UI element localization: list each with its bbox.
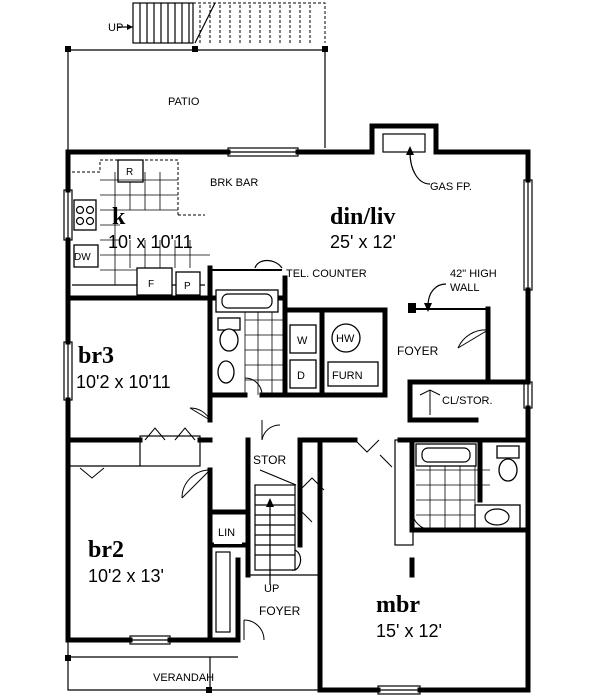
windows: [63, 147, 533, 695]
up-label-top: UP: [108, 22, 123, 34]
cl-stor-label: CL/STOR.: [442, 395, 493, 407]
patio-outline: [65, 46, 328, 152]
high-wall-label-2: WALL: [450, 282, 480, 294]
kitchen-counters: [72, 159, 210, 296]
stor-label: STOR: [253, 453, 286, 467]
center-stairs: [254, 469, 302, 585]
tel-counter-label: TEL. COUNTER: [286, 268, 367, 280]
up-label-bottom: UP: [264, 583, 279, 595]
pantry-label: P: [184, 281, 191, 292]
bath-2: [409, 437, 531, 533]
fridge-label: R: [126, 167, 133, 178]
washer: [289, 324, 317, 354]
br3-dims: 10'2 x 10'11: [76, 372, 171, 392]
furnace: [327, 361, 379, 387]
hot-water-label: HW: [336, 333, 355, 345]
furnace-label: FURN: [332, 370, 363, 382]
dishwasher-label: DW: [74, 252, 91, 263]
patio-label: PATIO: [168, 96, 200, 108]
verandah-label: VERANDAH: [153, 672, 214, 684]
freezer-label: F: [148, 279, 154, 290]
dryer-label: D: [297, 370, 305, 382]
din-liv-name: din/liv: [330, 204, 395, 230]
br2-name: br2: [88, 537, 124, 563]
mbr-name: mbr: [376, 592, 420, 618]
bath-1: [215, 289, 285, 396]
verandah-outline: [65, 640, 320, 693]
br2-dims: 10'2 x 13': [88, 566, 164, 586]
dryer: [289, 359, 317, 389]
kitchen-dims: 10' x 10'11: [108, 232, 193, 252]
foyer-right-label: FOYER: [397, 344, 439, 358]
din-liv-dims: 25' x 12': [330, 232, 396, 252]
gas-fireplace-label: GAS FP.: [430, 181, 472, 193]
top-stairs: [118, 2, 326, 44]
kitchen-name: k: [112, 204, 126, 230]
foyer-bottom-label: FOYER: [259, 604, 301, 618]
hot-water-tank: [331, 323, 361, 353]
br3-name: br3: [78, 343, 114, 369]
mbr-dims: 15' x 12': [376, 621, 442, 641]
high-wall-label-1: 42" HIGH: [450, 268, 497, 280]
linen-label: LIN: [218, 527, 235, 539]
breakfast-bar-label: BRK BAR: [210, 177, 258, 189]
washer-label: W: [297, 335, 308, 347]
